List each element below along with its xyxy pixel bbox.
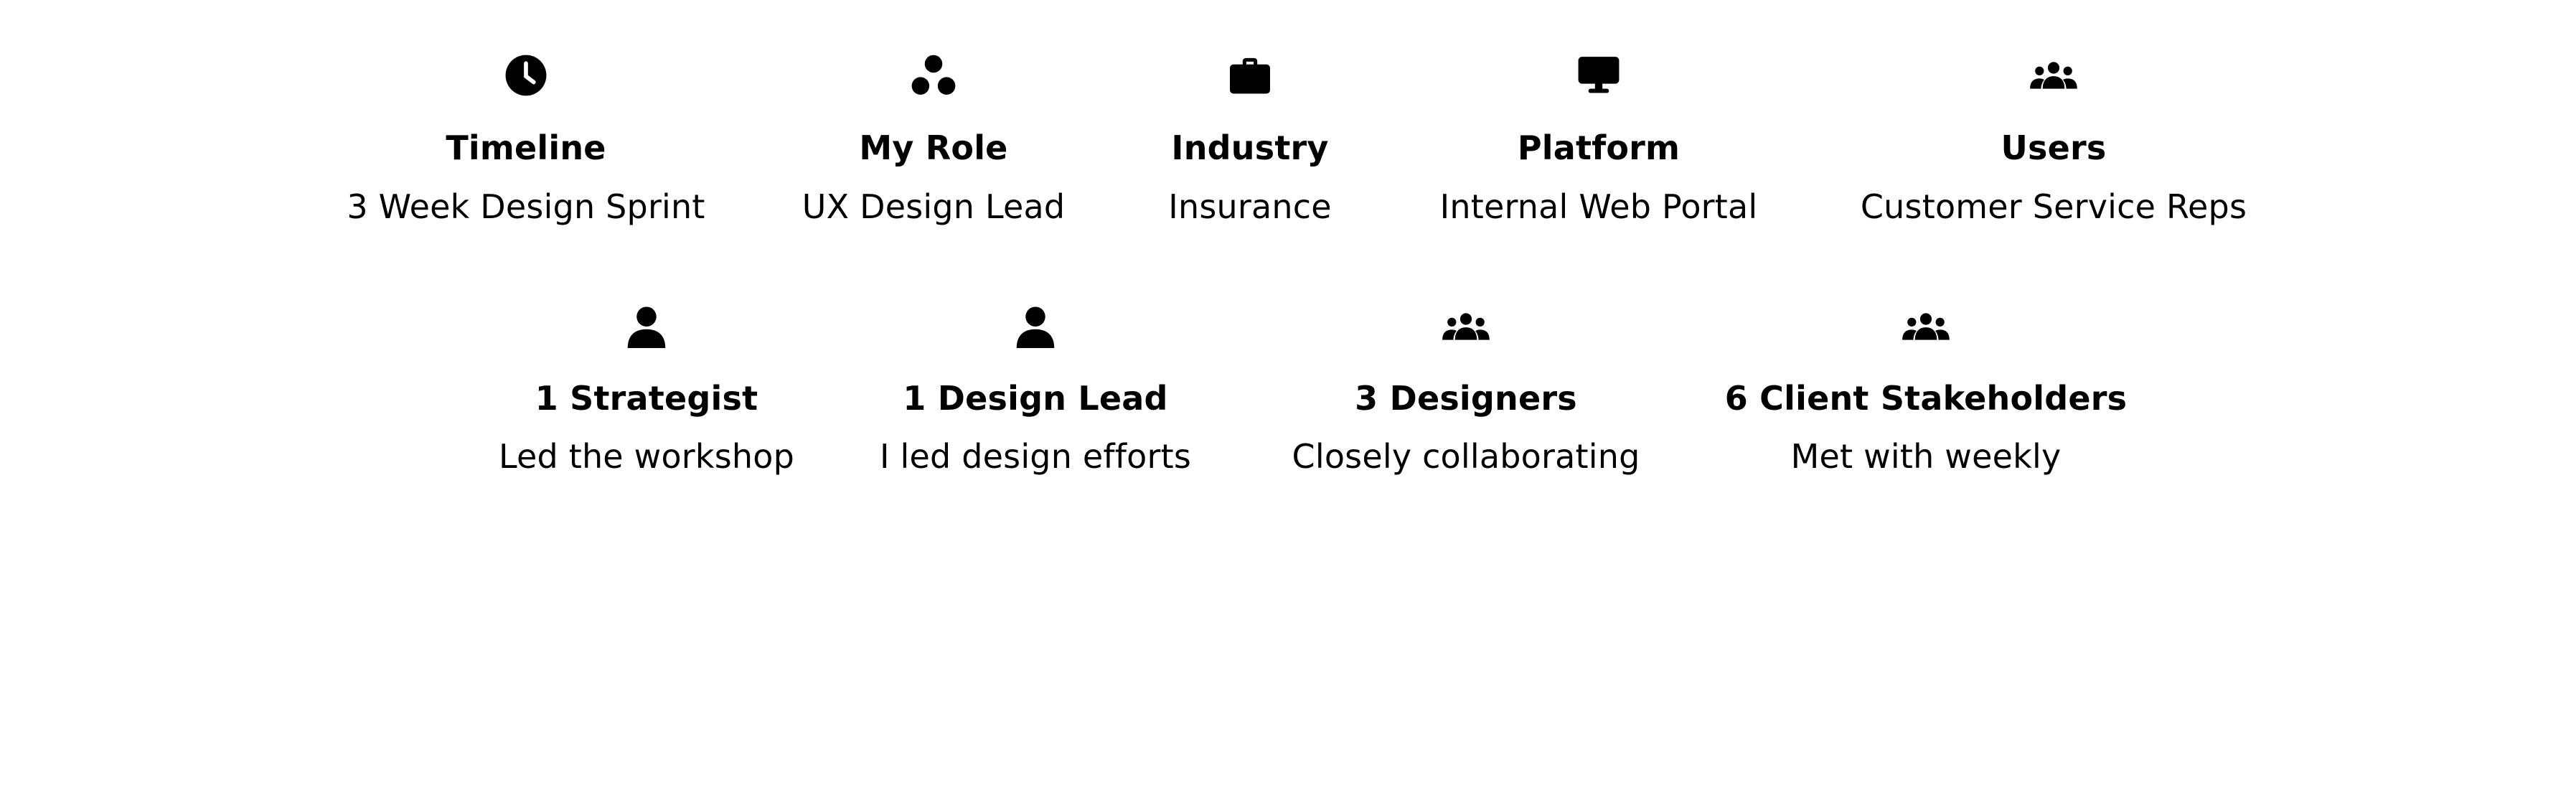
person-icon (621, 301, 672, 352)
team-description: I led design efforts (879, 437, 1192, 476)
monitor-icon (1574, 50, 1624, 100)
briefcase-icon (1225, 50, 1275, 100)
overview-description: UX Design Lead (802, 187, 1066, 226)
team-description: Led the workshop (498, 437, 795, 476)
team-title: 1 Strategist (535, 379, 758, 418)
team-title: 1 Design Lead (903, 379, 1168, 418)
person-icon (1010, 301, 1061, 352)
team-description: Closely collaborating (1292, 437, 1640, 476)
users-group-icon (2029, 50, 2079, 100)
overview-description: Insurance (1168, 187, 1332, 226)
overview-title: Industry (1171, 128, 1329, 167)
users-group-icon (1441, 301, 1491, 352)
team-title: 6 Client Stakeholders (1724, 379, 2128, 418)
overview-description: 3 Week Design Sprint (347, 187, 705, 226)
overview-title: My Role (859, 128, 1008, 167)
overview-title: Users (2001, 128, 2107, 167)
overview-description: Internal Web Portal (1439, 187, 1758, 226)
three-circles-icon (908, 50, 959, 100)
overview-description: Customer Service Reps (1860, 187, 2247, 226)
team-description: Met with weekly (1790, 437, 2062, 476)
clock-icon (501, 50, 551, 100)
overview-title: Timeline (446, 128, 606, 167)
users-group-icon (1901, 301, 1951, 352)
team-title: 3 Designers (1355, 379, 1577, 418)
overview-title: Platform (1517, 128, 1680, 167)
